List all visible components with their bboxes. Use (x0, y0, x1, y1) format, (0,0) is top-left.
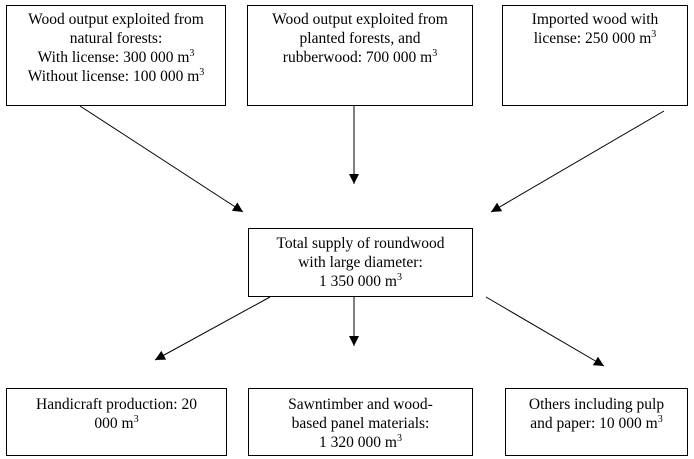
total-supply-box: Total supply of roundwood with large dia… (248, 228, 473, 297)
box-text-line: planted forests, and (299, 30, 421, 47)
box-value-line: 1 320 000 m3 (319, 432, 402, 451)
handicraft-box: Handicraft production: 20 000 m3 (6, 388, 227, 456)
with-license-line: With license: 300 000 m3 (37, 47, 195, 66)
box-value-line: 1 350 000 m3 (319, 271, 402, 290)
box-text-line: Others including pulp (528, 396, 665, 413)
box-value-line: and paper: 10 000 m3 (530, 413, 663, 432)
box-value-line: rubberwood: 700 000 m3 (282, 47, 438, 66)
arrow-imported-to-total (490, 110, 665, 213)
box-text-line: Sawntimber and wood- (288, 396, 433, 413)
arrow-natural-to-total (79, 105, 244, 213)
arrow-total-to-pulp (485, 296, 605, 367)
box-text-line: Wood output exploited from (28, 11, 204, 28)
natural-forests-box: Wood output exploited from natural fores… (6, 5, 226, 106)
box-value-line: license: 250 000 m3 (533, 28, 657, 47)
sawntimber-box: Sawntimber and wood- based panel materia… (248, 388, 473, 456)
box-text-line: natural forests: (69, 30, 163, 47)
box-text-line: with large diameter: (298, 254, 423, 271)
box-text-line: Wood output exploited from (272, 11, 448, 28)
box-text-line: based panel materials: (291, 415, 430, 432)
arrow-total-to-handicraft (154, 296, 271, 361)
box-text-line: Total supply of roundwood (276, 235, 445, 252)
imported-wood-box: Imported wood with license: 250 000 m3 (502, 5, 688, 106)
planted-forests-box: Wood output exploited from planted fores… (247, 5, 473, 106)
box-text-line: Handicraft production: 20 (36, 396, 197, 413)
box-value-line: 000 m3 (94, 413, 139, 432)
box-text-line: Imported wood with (531, 11, 659, 28)
without-license-line: Without license: 100 000 m3 (27, 66, 205, 85)
pulp-paper-box: Others including pulp and paper: 10 000 … (505, 388, 688, 456)
